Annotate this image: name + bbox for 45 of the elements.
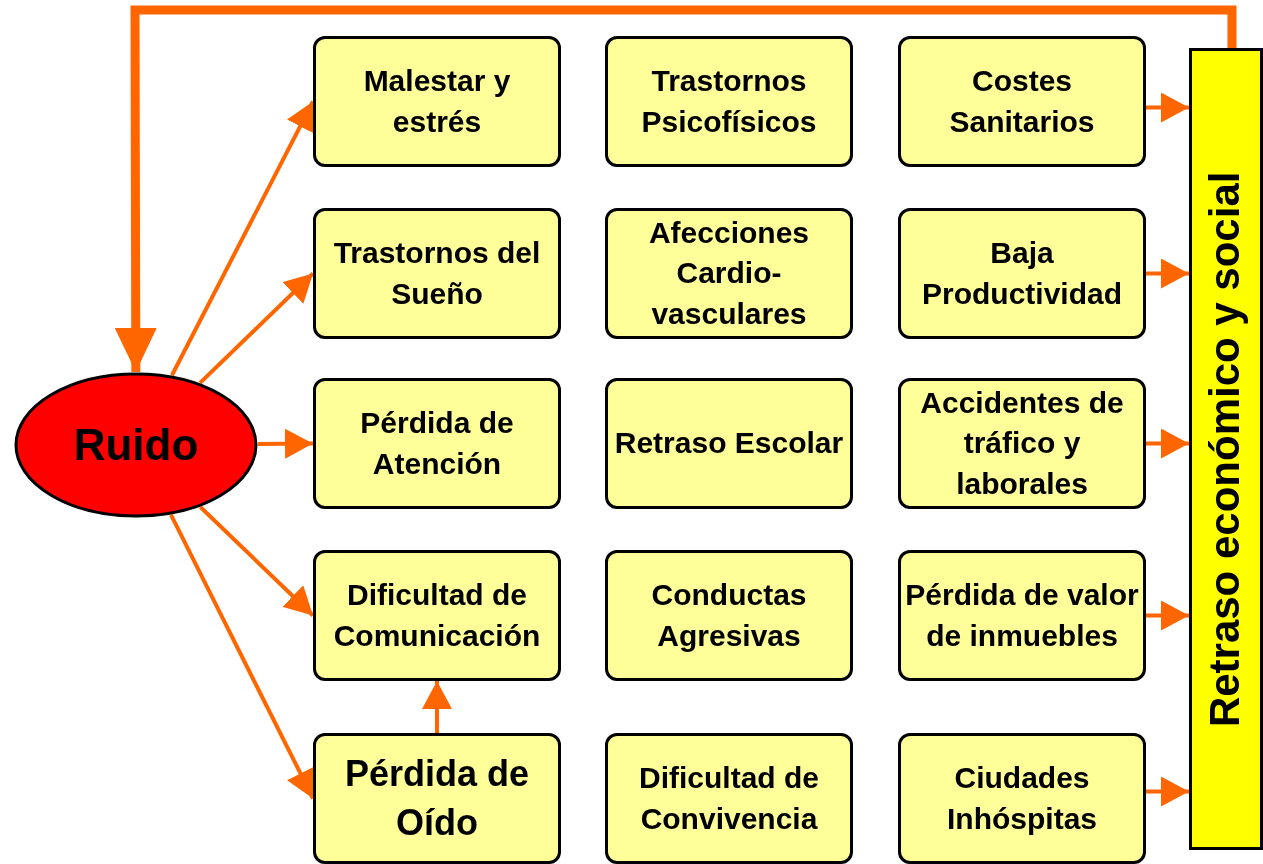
effect-box [313, 550, 561, 681]
node-label: Ruido [73, 419, 199, 472]
arrow [1146, 776, 1189, 807]
arrow [1146, 428, 1189, 459]
node-label: Ciudades Inhóspitas [946, 760, 1098, 837]
arrow [170, 100, 315, 377]
effect-box [898, 378, 1146, 509]
node-label: Costes Sanitarios [948, 63, 1096, 140]
node-label: Trastornos Psicofísicos [640, 63, 818, 140]
node-label: Retraso Escolar [614, 425, 844, 462]
arrow [199, 505, 315, 617]
node-label: Accidentes de tráfico y laborales [919, 384, 1125, 502]
arrow [257, 428, 313, 459]
node-label: Afecciones Cardio-vasculares [647, 214, 811, 332]
effect-box [605, 378, 853, 509]
node-label: Malestar y estrés [362, 63, 512, 140]
node-label: Pérdida de Oído [343, 751, 531, 845]
arrow [1146, 600, 1189, 631]
effect-box [605, 733, 853, 864]
vertical-title: Retraso económico y social [1200, 171, 1250, 727]
effect-box [313, 378, 561, 509]
arrow [1146, 258, 1189, 289]
outcome-bar [1189, 48, 1263, 850]
arrow [1146, 92, 1189, 123]
effect-box [605, 550, 853, 681]
node-label: Pérdida de valor de inmuebles [904, 577, 1140, 654]
node-label: Dificultad de Comunicación [332, 577, 542, 654]
arrow [198, 272, 315, 385]
arrow [422, 681, 452, 733]
effect-box [898, 208, 1146, 339]
arrow [169, 514, 315, 800]
effect-box [898, 733, 1146, 864]
effect-box [313, 733, 561, 864]
effect-box [605, 208, 853, 339]
node-label: Conductas Agresivas [650, 577, 808, 654]
node-label: Pérdida de Atención [359, 405, 515, 482]
effect-box [898, 36, 1146, 167]
node-label: Baja Productividad [921, 235, 1123, 312]
effect-box [605, 36, 853, 167]
effect-box [898, 550, 1146, 681]
ellipse-node [14, 372, 258, 518]
effect-box [313, 208, 561, 339]
node-label: Dificultad de Convivencia [638, 760, 820, 837]
effect-box [313, 36, 561, 167]
node-label: Trastornos del Sueño [332, 235, 542, 312]
